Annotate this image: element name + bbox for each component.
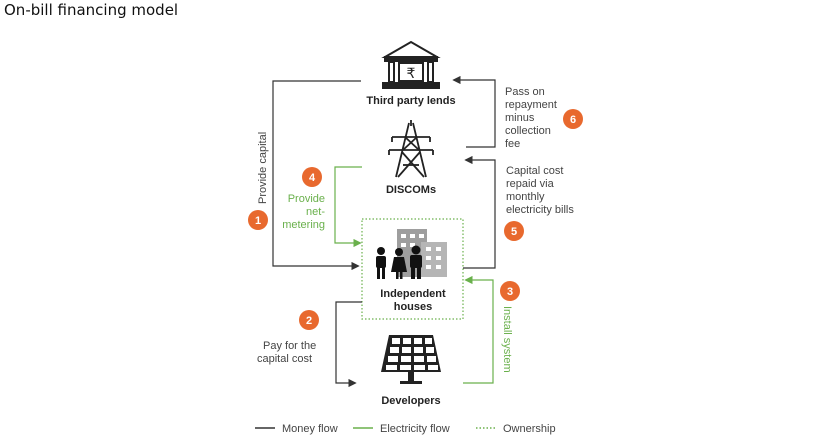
step-label-6-line2: repayment bbox=[505, 99, 557, 111]
step-label-2-line1: Pay for the bbox=[263, 340, 316, 352]
page-title: On-bill financing model bbox=[4, 1, 178, 19]
step-number-6: 6 bbox=[570, 114, 576, 126]
houses-label-line2: houses bbox=[394, 301, 433, 313]
step-number-1: 1 bbox=[255, 215, 261, 227]
legend-ownership-label: Ownership bbox=[503, 423, 556, 435]
step-badge-6: 6 bbox=[563, 109, 583, 129]
flow-pay-capital-cost bbox=[335, 301, 362, 388]
svg-text:₹: ₹ bbox=[407, 66, 416, 82]
step-badge-4: 4 bbox=[302, 167, 322, 187]
legend: Money flow Electricity flow Ownership bbox=[255, 423, 556, 435]
discoms-label: DISCOMs bbox=[386, 184, 436, 196]
step-label-5-line3: monthly bbox=[506, 191, 545, 203]
step-number-3: 3 bbox=[507, 286, 513, 298]
solar-panel-icon bbox=[381, 335, 441, 384]
ownership-boundary bbox=[361, 218, 464, 320]
power-tower-icon bbox=[388, 120, 434, 178]
flow-repaid-via-bills bbox=[463, 155, 496, 269]
lender-label: Third party lends bbox=[366, 95, 455, 107]
step-label-1: Provide capital bbox=[257, 132, 269, 204]
step-number-4: 4 bbox=[309, 172, 316, 184]
step-label-3: Install system bbox=[501, 306, 513, 373]
houses-label-line1: Independent bbox=[380, 288, 446, 300]
flow-provide-capital bbox=[272, 80, 361, 271]
legend-money-label: Money flow bbox=[282, 423, 338, 435]
family-buildings-icon bbox=[376, 229, 447, 279]
step-label-5-line4: electricity bills bbox=[506, 204, 574, 216]
step-label-6-line4: collection bbox=[505, 125, 551, 137]
step-number-5: 5 bbox=[511, 226, 517, 238]
step-label-5-line2: repaid via bbox=[506, 178, 555, 190]
bank-rupee-icon: ₹ bbox=[381, 40, 441, 89]
step-number-2: 2 bbox=[306, 315, 312, 327]
step-badge-5: 5 bbox=[504, 221, 524, 241]
step-label-4-line1: Provide bbox=[288, 193, 325, 205]
step-label-6-line5: fee bbox=[505, 138, 520, 150]
flow-install-system bbox=[463, 275, 494, 384]
legend-electricity-label: Electricity flow bbox=[380, 423, 450, 435]
step-label-2-line2: capital cost bbox=[257, 353, 312, 365]
flow-net-metering bbox=[334, 166, 362, 248]
step-label-6-line3: minus bbox=[505, 112, 535, 124]
flow-pass-on-repayment bbox=[452, 75, 496, 148]
step-badge-3: 3 bbox=[500, 281, 520, 301]
step-label-5-line1: Capital cost bbox=[506, 165, 563, 177]
step-label-4-line2: net- bbox=[306, 206, 325, 218]
step-badge-2: 2 bbox=[299, 310, 319, 330]
step-label-4-line3: metering bbox=[282, 219, 325, 231]
developers-label: Developers bbox=[381, 395, 440, 407]
step-label-6-line1: Pass on bbox=[505, 86, 545, 98]
step-badge-1: 1 bbox=[248, 210, 268, 230]
